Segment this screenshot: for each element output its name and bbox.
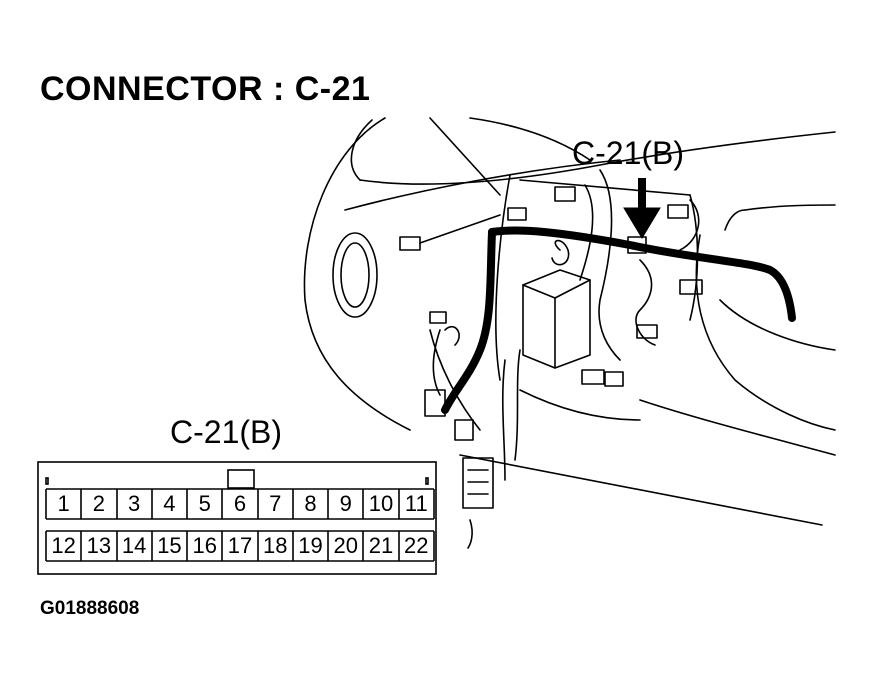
pin-20: 20 (333, 533, 358, 558)
callout-label-dashboard: C-21(B) (572, 135, 685, 171)
pin-1: 1 (57, 491, 70, 516)
pin-19: 19 (298, 533, 323, 558)
pin-17: 17 (227, 533, 253, 558)
pin-14: 14 (121, 533, 147, 558)
pin-6: 6 (233, 491, 247, 516)
connector-pin-grid: 1 2 3 4 5 6 7 8 9 10 11 12 13 14 15 16 1… (46, 489, 436, 567)
pin-11: 11 (404, 491, 428, 516)
pin-3: 3 (128, 491, 141, 516)
pin-row-bottom: 12 13 14 15 16 17 18 19 20 21 22 (46, 531, 434, 561)
pin-2: 2 (92, 491, 106, 516)
pin-5: 5 (198, 491, 211, 516)
pin-12: 12 (51, 533, 76, 558)
pin-10: 10 (368, 491, 394, 516)
pin-13: 13 (86, 533, 112, 558)
pin-21: 21 (368, 533, 394, 558)
pin-16: 16 (192, 533, 217, 558)
pin-7: 7 (269, 491, 282, 516)
pin-15: 15 (157, 533, 182, 558)
callout-label-connector-face: C-21(B) (170, 414, 283, 450)
connector-title: CONNECTOR : C-21 (40, 70, 371, 108)
pin-22: 22 (404, 533, 429, 558)
pin-4: 4 (163, 491, 176, 516)
pin-8: 8 (304, 491, 317, 516)
pin-row-top: 1 2 3 4 5 6 7 8 9 10 11 (46, 489, 434, 519)
figure-code: G01888608 (40, 598, 140, 619)
pin-9: 9 (339, 491, 352, 516)
pin-18: 18 (262, 533, 288, 558)
